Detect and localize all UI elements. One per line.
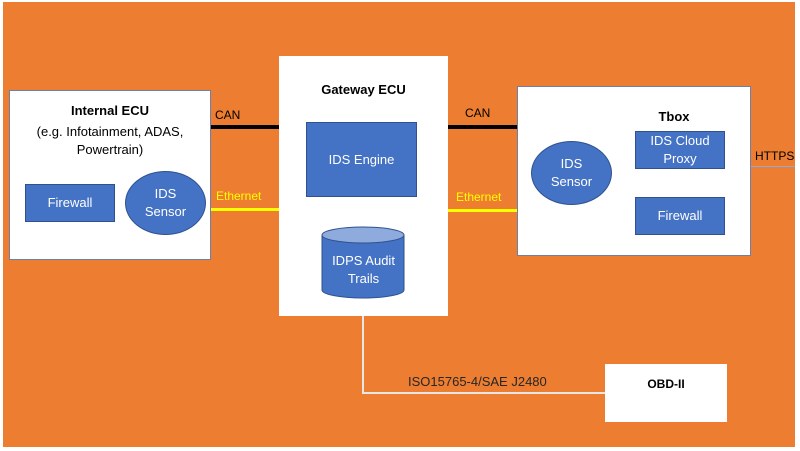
ids-engine: IDS Engine bbox=[306, 122, 417, 197]
internal-ids-sensor-label-2: Sensor bbox=[144, 204, 187, 219]
internal-firewall-label: Firewall bbox=[47, 195, 93, 210]
internal-ecu-subtitle-2: Powertrain) bbox=[76, 142, 144, 157]
tbox-box: Tbox IDS Sensor IDS Cloud Proxy Firewall bbox=[517, 86, 751, 256]
tbox-ids-sensor: IDS Sensor bbox=[531, 141, 612, 205]
can-link-right bbox=[446, 125, 518, 129]
obd-link-vertical bbox=[362, 316, 364, 393]
ids-cloud-proxy-label-2: Proxy bbox=[663, 151, 697, 166]
ethernet-label-left: Ethernet bbox=[216, 189, 262, 203]
obd-link-label: ISO15765-4/SAE J2480 bbox=[408, 374, 547, 389]
tbox-ids-sensor-label-1: IDS bbox=[560, 156, 583, 171]
obd-ii-box: OBD-II bbox=[605, 364, 727, 422]
https-link bbox=[750, 166, 795, 167]
obd-link-horizontal bbox=[362, 392, 608, 394]
can-label-left: CAN bbox=[215, 108, 241, 122]
can-link-left bbox=[209, 125, 280, 129]
gateway-ecu-title: Gateway ECU bbox=[321, 82, 406, 97]
gateway-ecu-box: Gateway ECU IDS Engine IDPS Audit Trails bbox=[279, 56, 448, 316]
internal-firewall: Firewall bbox=[25, 184, 115, 222]
ethernet-link-right bbox=[446, 209, 518, 212]
idps-audit-label-1: IDPS Audit bbox=[332, 253, 395, 268]
idps-audit-trails-cylinder bbox=[321, 226, 405, 299]
internal-ids-sensor-label-1: IDS bbox=[154, 186, 177, 201]
ids-engine-label: IDS Engine bbox=[328, 151, 395, 167]
https-label: HTTPS bbox=[755, 149, 795, 163]
ids-cloud-proxy-label-1: IDS Cloud bbox=[650, 133, 710, 148]
tbox-firewall: Firewall bbox=[635, 197, 725, 235]
obd-ii-title: OBD-II bbox=[647, 377, 685, 391]
ethernet-label-right: Ethernet bbox=[456, 190, 502, 204]
tbox-title: Tbox bbox=[658, 109, 690, 124]
idps-audit-label-2: Trails bbox=[347, 271, 380, 286]
tbox-ids-sensor-label-2: Sensor bbox=[550, 174, 593, 189]
internal-ecu-box: Internal ECU (e.g. Infotainment, ADAS, P… bbox=[9, 90, 211, 260]
internal-ecu-subtitle-1: (e.g. Infotainment, ADAS, bbox=[36, 124, 184, 139]
can-label-right: CAN bbox=[465, 106, 491, 120]
ids-cloud-proxy: IDS Cloud Proxy bbox=[635, 131, 725, 169]
internal-ids-sensor: IDS Sensor bbox=[125, 171, 206, 235]
tbox-firewall-label: Firewall bbox=[657, 208, 703, 223]
internal-ecu-title: Internal ECU bbox=[70, 103, 149, 118]
ethernet-link-left bbox=[209, 208, 280, 211]
